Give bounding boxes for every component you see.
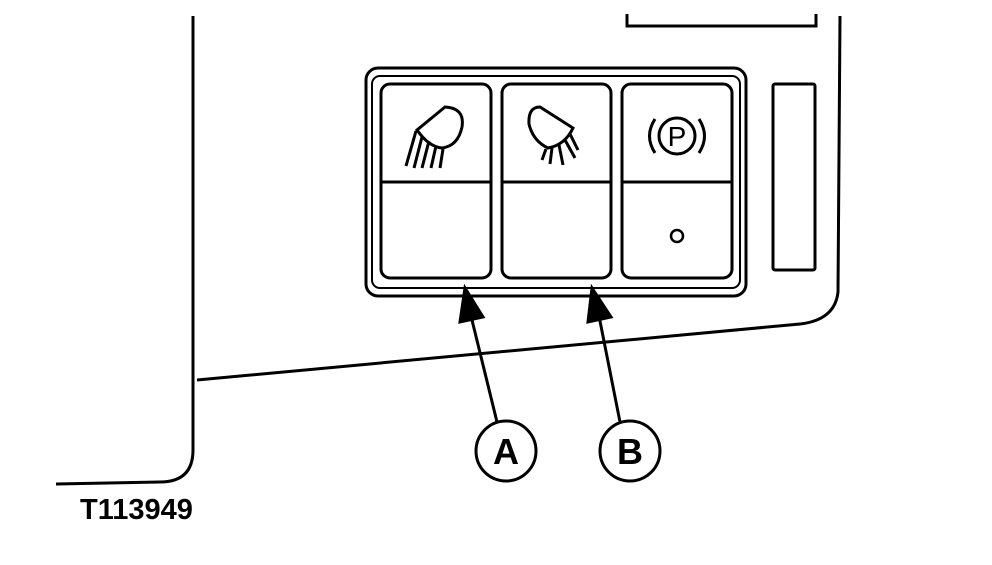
side-slot	[771, 82, 817, 272]
park-brake-switch[interactable]: P	[620, 82, 734, 280]
arrowhead-b	[586, 283, 614, 324]
callout-leaders	[458, 283, 622, 423]
leader-a	[469, 315, 499, 423]
callout-circle	[598, 419, 662, 483]
callout-label-b: B	[617, 431, 643, 472]
panel-bezel-inner	[371, 75, 741, 289]
park-brake-symbol: P	[668, 121, 687, 152]
upper-cutout	[625, 14, 818, 28]
park-brake-arc-left	[648, 118, 657, 154]
arrowhead-a	[458, 283, 486, 324]
park-brake-ring	[657, 116, 697, 156]
callout-a: A	[474, 419, 538, 483]
panel-bezel-outer	[364, 66, 748, 298]
switch-panel	[364, 66, 748, 298]
front-work-light-switch[interactable]	[379, 82, 493, 280]
work-light-icon	[527, 105, 580, 166]
indicator-dot	[669, 228, 685, 244]
leader-b	[597, 315, 622, 423]
housing-left-edge	[55, 16, 195, 486]
callout-b: B	[598, 419, 662, 483]
callout-circle	[474, 419, 538, 483]
park-brake-icon: P	[648, 116, 706, 156]
housing-lower-edge	[196, 15, 842, 382]
dash-housing	[55, 14, 842, 486]
work-light-icon	[404, 105, 464, 169]
rear-work-light-switch[interactable]	[500, 82, 613, 280]
park-brake-arc-right	[697, 118, 706, 154]
figure-id-label: T113949	[80, 494, 193, 526]
callout-label-a: A	[493, 431, 519, 472]
